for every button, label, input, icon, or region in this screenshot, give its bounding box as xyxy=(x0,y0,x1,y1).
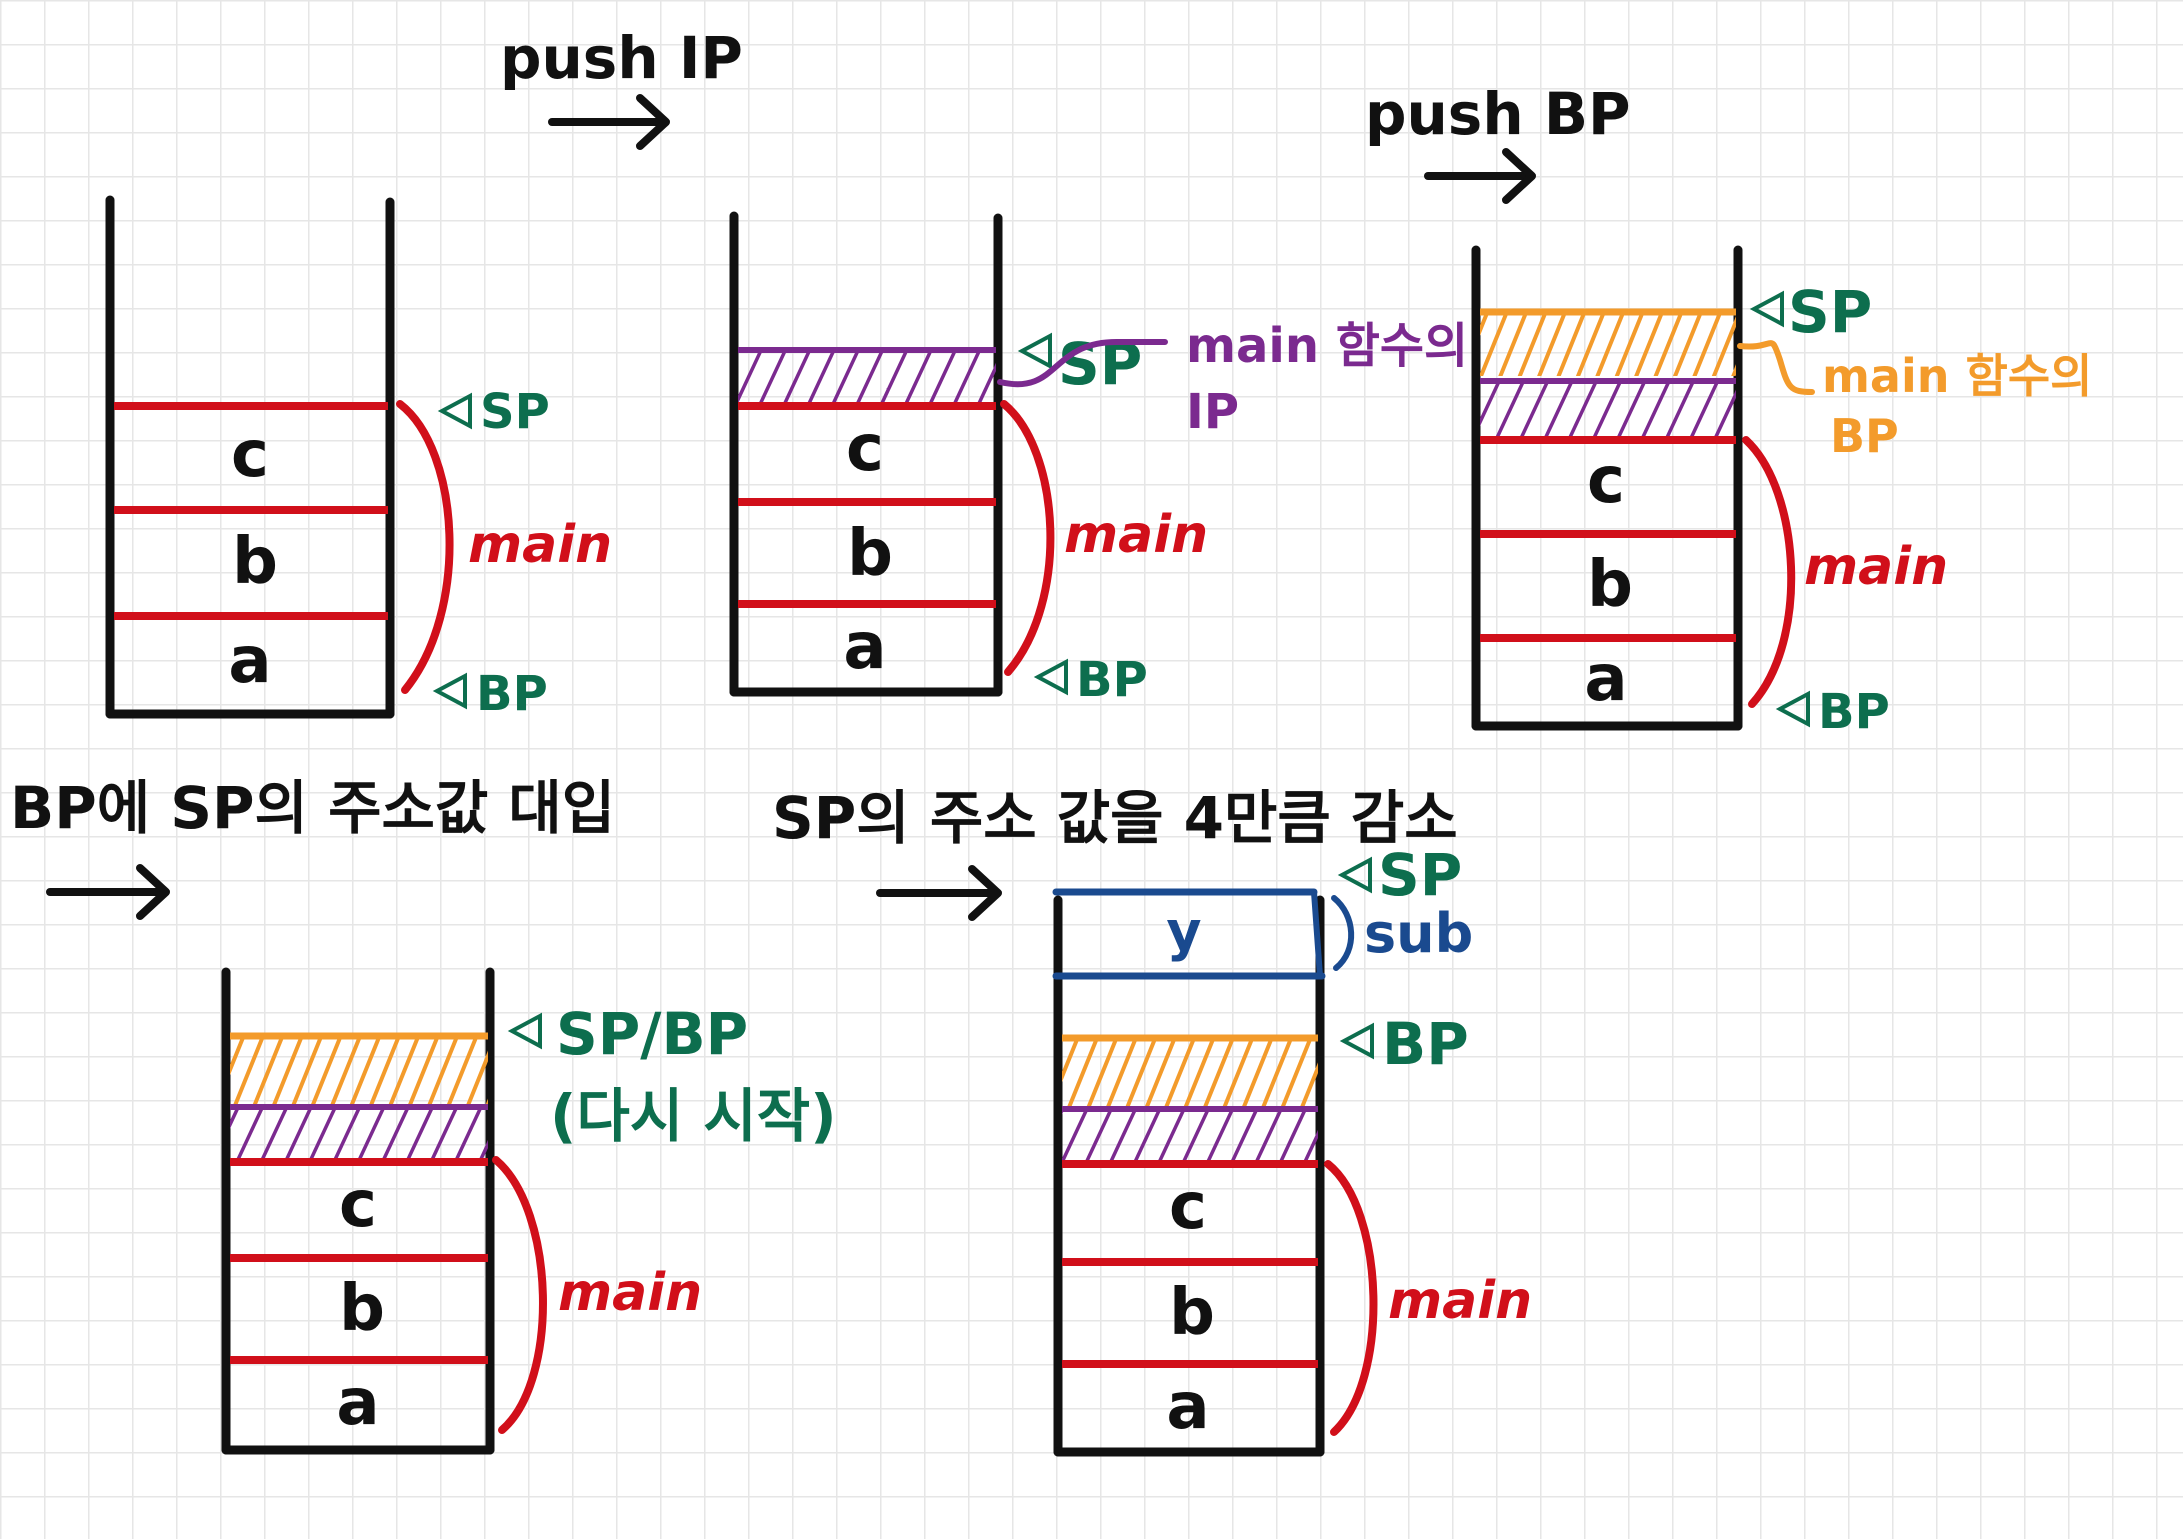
stack-after-push-ip: c b a main SP main 함수의 IP BP xyxy=(729,211,1468,708)
stack-after-push-bp: c b a main SP main 함수의 BP BP xyxy=(1471,245,2092,740)
cell-b: b xyxy=(232,525,278,599)
bp-pointer: BP xyxy=(1775,684,1890,740)
cell-b: b xyxy=(847,517,893,591)
sub-label: sub xyxy=(1364,902,1473,965)
bp-label: BP xyxy=(1818,684,1890,740)
arrow-icon xyxy=(548,94,670,150)
bp-label: BP xyxy=(476,666,548,722)
main-label: main xyxy=(558,1263,702,1323)
stack-after-decrease-sp: y c b a main sub SP BP xyxy=(1052,841,1532,1457)
cell-c: c xyxy=(846,412,884,486)
arrow-icon xyxy=(1424,148,1536,204)
cell-a: a xyxy=(336,1366,379,1440)
main-ip-label-line2: IP xyxy=(1186,384,1239,440)
cell-c: c xyxy=(1587,444,1625,518)
stack-walls xyxy=(105,195,395,719)
pointer-triangle-icon xyxy=(432,672,467,710)
cell-a: a xyxy=(1166,1370,1209,1444)
stack-initial: c b a main SP BP xyxy=(105,195,612,722)
caption-push-bp: push BP xyxy=(1365,80,1631,148)
step-decrease-sp: SP의 주소 값을 4만큼 감소 xyxy=(772,784,1458,921)
sp-label: SP xyxy=(1378,841,1462,909)
arrow-icon xyxy=(46,864,170,920)
sp-pointer: SP xyxy=(437,384,550,440)
ip-callout-line xyxy=(997,338,1168,388)
caption-decrease-sp: SP의 주소 값을 4만큼 감소 xyxy=(772,784,1458,852)
local-y-block: y xyxy=(1052,888,1326,980)
step-push-ip: push IP xyxy=(500,24,743,150)
main-label: main xyxy=(468,515,612,575)
bp-block xyxy=(230,1036,488,1104)
step-push-bp: push BP xyxy=(1365,80,1631,204)
main-bp-label-line2: BP xyxy=(1830,409,1899,463)
main-frame-brace xyxy=(1324,1160,1378,1436)
bp-block xyxy=(1480,314,1736,376)
main-frame-brace xyxy=(396,400,454,694)
cell-b: b xyxy=(1169,1276,1215,1350)
bp-block xyxy=(1062,1038,1318,1106)
caption-push-ip: push IP xyxy=(500,24,743,92)
cell-a: a xyxy=(843,610,886,684)
bp-callout-line xyxy=(1737,340,1815,395)
stack-walls xyxy=(1471,245,1743,731)
stack-walls xyxy=(221,967,495,1455)
sp-pointer: SP xyxy=(1749,278,1872,346)
cell-c: c xyxy=(231,418,269,492)
main-bp-label-line1: main 함수의 xyxy=(1822,349,2092,403)
pointer-triangle-icon xyxy=(1749,290,1784,328)
pointer-triangle-icon xyxy=(1775,690,1810,728)
bp-label: BP xyxy=(1076,652,1148,708)
arrow-icon xyxy=(876,865,1002,921)
stack-walls xyxy=(1053,895,1325,1457)
restart-label: (다시 시작) xyxy=(550,1082,837,1150)
sp-label: SP xyxy=(480,384,550,440)
bp-pointer: BP xyxy=(1339,1010,1469,1078)
cell-a: a xyxy=(1584,642,1627,716)
pointer-triangle-icon xyxy=(1337,856,1372,894)
sp-label: SP xyxy=(1788,278,1872,346)
frame-dividers xyxy=(230,1158,488,1364)
main-ip-label-line1: main 함수의 xyxy=(1186,318,1468,374)
pointer-triangle-icon xyxy=(1017,332,1052,370)
caption-assign-bp: BP에 SP의 주소값 대입 xyxy=(10,774,615,842)
sp-bp-pointer: SP/BP (다시 시작) xyxy=(507,1000,837,1150)
cell-b: b xyxy=(1587,548,1633,622)
main-frame-brace xyxy=(492,1156,547,1434)
frame-dividers xyxy=(1062,1160,1318,1368)
main-frame-brace xyxy=(1742,436,1796,708)
sub-brace xyxy=(1331,895,1355,971)
stack-walls xyxy=(729,211,1003,697)
ip-block xyxy=(738,350,996,404)
frame-dividers xyxy=(114,402,388,620)
main-label: main xyxy=(1804,537,1948,597)
pointer-triangle-icon xyxy=(1339,1022,1374,1060)
frame-dividers xyxy=(738,402,996,608)
cell-c: c xyxy=(339,1168,377,1242)
pointer-triangle-icon xyxy=(1033,658,1068,696)
step-assign-bp: BP에 SP의 주소값 대입 xyxy=(10,774,615,920)
bp-pointer: BP xyxy=(1033,652,1148,708)
cell-y: y xyxy=(1166,900,1201,963)
stack-after-assign-bp: c b a main SP/BP (다시 시작) xyxy=(221,967,837,1455)
ip-block xyxy=(1062,1110,1318,1162)
cell-b: b xyxy=(339,1272,385,1346)
bp-label: BP xyxy=(1382,1010,1469,1078)
frame-dividers xyxy=(1480,436,1736,642)
main-frame-brace xyxy=(1000,400,1055,676)
sp-bp-label: SP/BP xyxy=(556,1000,748,1068)
ip-block xyxy=(230,1108,488,1160)
ip-block xyxy=(1480,382,1736,436)
pointer-triangle-icon xyxy=(437,392,472,430)
cell-a: a xyxy=(228,624,271,698)
cell-c: c xyxy=(1169,1170,1207,1244)
pointer-triangle-icon xyxy=(507,1012,542,1050)
main-label: main xyxy=(1388,1271,1532,1331)
main-label: main xyxy=(1064,505,1208,565)
bp-pointer: BP xyxy=(432,666,548,722)
sp-pointer: SP xyxy=(1337,841,1462,909)
